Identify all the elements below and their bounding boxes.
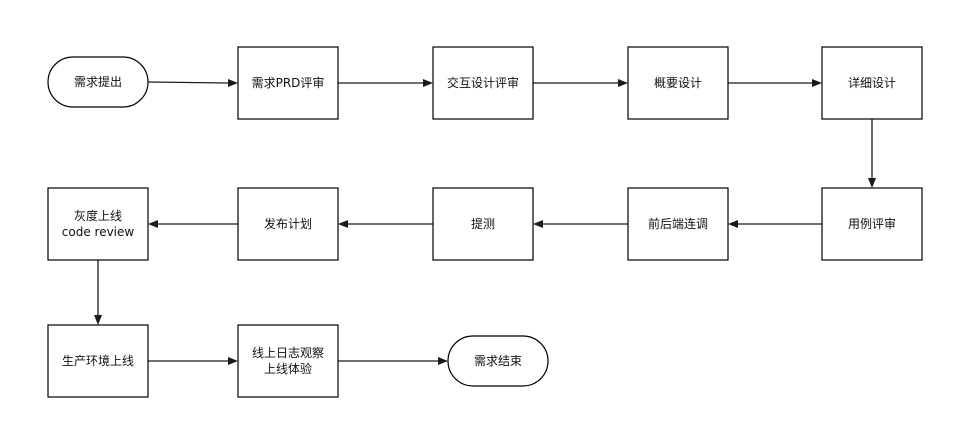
node-label: 需求PRD评审 <box>252 75 325 90</box>
terminal-shape <box>447 335 549 387</box>
process-box <box>627 46 729 120</box>
process-box <box>821 46 923 120</box>
flow-node-n3: 交互设计评审 <box>432 46 534 120</box>
arrow-head-icon <box>228 357 238 365</box>
arrow-head-icon <box>94 315 102 325</box>
process-box <box>237 324 339 398</box>
flow-node-n7: 前后端连调 <box>627 187 729 261</box>
node-label: 需求结束 <box>474 354 522 368</box>
flow-node-n8: 提测 <box>432 187 534 261</box>
node-label: 生产环境上线 <box>62 353 134 368</box>
arrow-head-icon <box>728 220 738 228</box>
node-label: 需求提出 <box>74 74 122 89</box>
node-label: code review <box>62 225 135 239</box>
flow-arrow <box>148 220 238 228</box>
arrow-head-icon <box>228 79 238 87</box>
terminal-shape <box>47 56 149 108</box>
process-box <box>237 46 339 120</box>
node-label: 前后端连调 <box>648 216 708 231</box>
node-label: 上线体验 <box>264 361 312 376</box>
process-box <box>432 187 534 261</box>
arrow-head-icon <box>338 220 348 228</box>
flow-arrow <box>728 79 822 87</box>
edges-layer <box>94 79 876 365</box>
flow-node-n1: 需求提出 <box>47 56 149 108</box>
process-box <box>237 187 339 261</box>
process-box <box>47 187 149 261</box>
flow-arrow <box>868 119 876 188</box>
arrow-head-icon <box>868 178 876 188</box>
flow-arrow <box>94 260 102 325</box>
flow-node-n6: 用例评审 <box>821 187 923 261</box>
arrow-head-icon <box>148 220 158 228</box>
arrow-head-icon <box>438 357 448 365</box>
node-label: 详细设计 <box>848 75 896 90</box>
process-box <box>432 46 534 120</box>
flow-arrow <box>338 79 433 87</box>
flow-node-n2: 需求PRD评审 <box>237 46 339 120</box>
node-label: 交互设计评审 <box>447 75 519 90</box>
node-label: 提测 <box>471 216 495 231</box>
flow-node-n13: 需求结束 <box>447 335 549 387</box>
flow-arrow <box>338 220 433 228</box>
flow-node-n5: 详细设计 <box>821 46 923 120</box>
arrow-head-icon <box>618 79 628 87</box>
node-label: 用例评审 <box>848 216 896 231</box>
node-label: 概要设计 <box>654 76 702 90</box>
process-box <box>47 324 149 398</box>
process-box <box>821 187 923 261</box>
flow-node-n10: 灰度上线 code review <box>47 187 149 261</box>
flow-node-n11: 生产环境上线 <box>47 324 149 398</box>
arrow-line <box>147 81 229 84</box>
process-box <box>627 187 729 261</box>
node-label: 灰度上线 <box>74 208 122 223</box>
flow-arrow <box>147 79 238 87</box>
flow-node-n4: 概要设计 <box>627 46 729 120</box>
arrow-head-icon <box>812 79 822 87</box>
flow-arrow <box>728 220 822 228</box>
flow-arrow <box>533 220 628 228</box>
arrow-head-icon <box>533 220 543 228</box>
flow-arrow <box>338 357 448 365</box>
flow-node-n9: 发布计划 <box>237 187 339 261</box>
node-label: 线上日志观察 <box>252 346 324 360</box>
arrow-head-icon <box>423 79 433 87</box>
flow-arrow <box>148 357 238 365</box>
flow-arrow <box>533 79 628 87</box>
node-label: 发布计划 <box>264 216 312 231</box>
